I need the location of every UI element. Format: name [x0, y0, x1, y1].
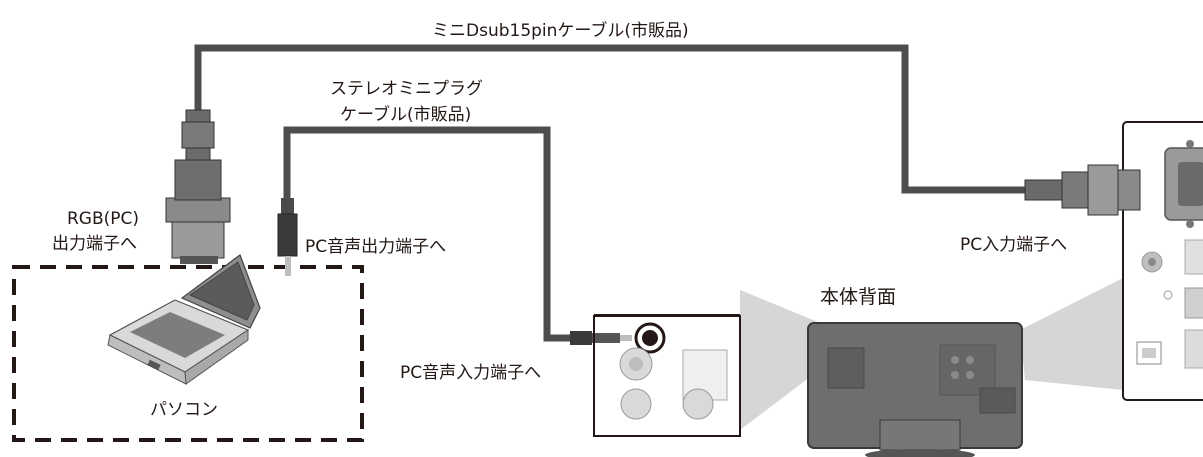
stereo-plug-pc: [277, 198, 298, 276]
pc-label: パソコン: [150, 400, 218, 420]
stereo-cable-label-line2: ケーブル(市販品): [340, 104, 471, 125]
dsub-cable: [194, 44, 1025, 194]
jack-array: [619, 347, 728, 420]
stereo-cable: [283, 126, 575, 342]
stereo-cable-label-line1: ステレオミニプラグ: [330, 79, 483, 99]
dsub-cable-label: ミニDsub15pinケーブル(市販品): [432, 20, 689, 41]
pc-audio-out-label: PC音声出力端子へ: [305, 237, 446, 257]
rgb-out-label-line1: RGB(PC): [67, 209, 139, 229]
laptop-icon: [107, 254, 261, 385]
vga-connector-pc: [165, 109, 231, 264]
tv-rear-body: [807, 322, 1023, 457]
pc-audio-in-label: PC音声入力端子へ: [400, 363, 541, 383]
pc-in-label: PC入力端子へ: [960, 235, 1067, 255]
stereo-plug-tv: [570, 322, 666, 354]
rgb-out-label-line2: 出力端子へ: [52, 234, 137, 254]
callout-right: [1020, 278, 1123, 390]
pc-input-panel: [1122, 121, 1203, 401]
vga-connector-tv: [1024, 164, 1141, 216]
audio-panel-outline: [593, 315, 741, 437]
rear-view-label: 本体背面: [820, 286, 896, 308]
